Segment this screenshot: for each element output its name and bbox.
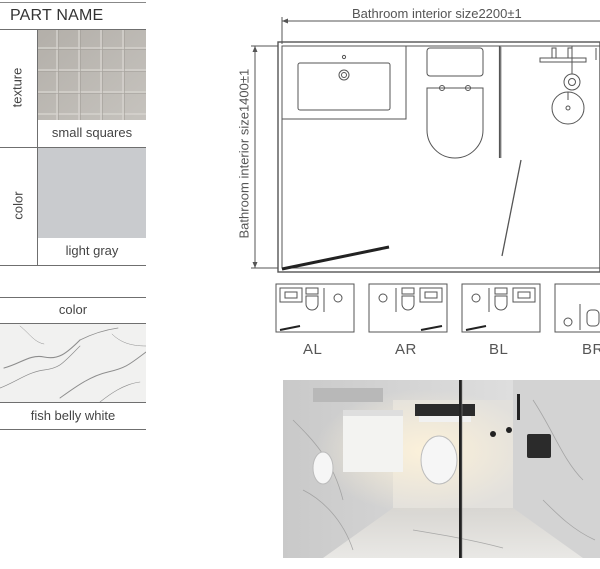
floor-plan-drawing xyxy=(251,17,600,273)
small-squares-value: small squares xyxy=(51,125,133,140)
fish-belly-white-value: fish belly white xyxy=(30,408,116,423)
width-dimension-label: Bathroom interior size2200±1 xyxy=(352,6,522,21)
table-header: PART NAME xyxy=(0,0,146,30)
light-gray-value: light gray xyxy=(65,243,119,258)
depth-dimension-label: Bathroom interior size1400±1 xyxy=(236,68,252,239)
marble-color-label: color xyxy=(58,302,88,317)
variant-bl-thumbnail xyxy=(461,283,541,333)
variant-br-label: BR xyxy=(582,341,600,358)
fish-belly-white-swatch xyxy=(0,324,146,402)
variant-ar-thumbnail xyxy=(368,283,448,333)
small-squares-swatch xyxy=(38,30,146,120)
color-label: color xyxy=(10,191,26,220)
variant-ar-label: AR xyxy=(395,341,417,358)
variant-br-thumbnail xyxy=(554,283,600,333)
bathroom-render-image xyxy=(283,380,600,558)
variant-al-thumbnail xyxy=(275,283,355,333)
variant-bl-label: BL xyxy=(489,341,509,358)
variant-al-label: AL xyxy=(303,341,323,358)
light-gray-swatch xyxy=(38,148,146,238)
layout-variants xyxy=(275,283,600,333)
part-name-heading: PART NAME xyxy=(10,7,104,24)
texture-label: texture xyxy=(9,67,25,108)
